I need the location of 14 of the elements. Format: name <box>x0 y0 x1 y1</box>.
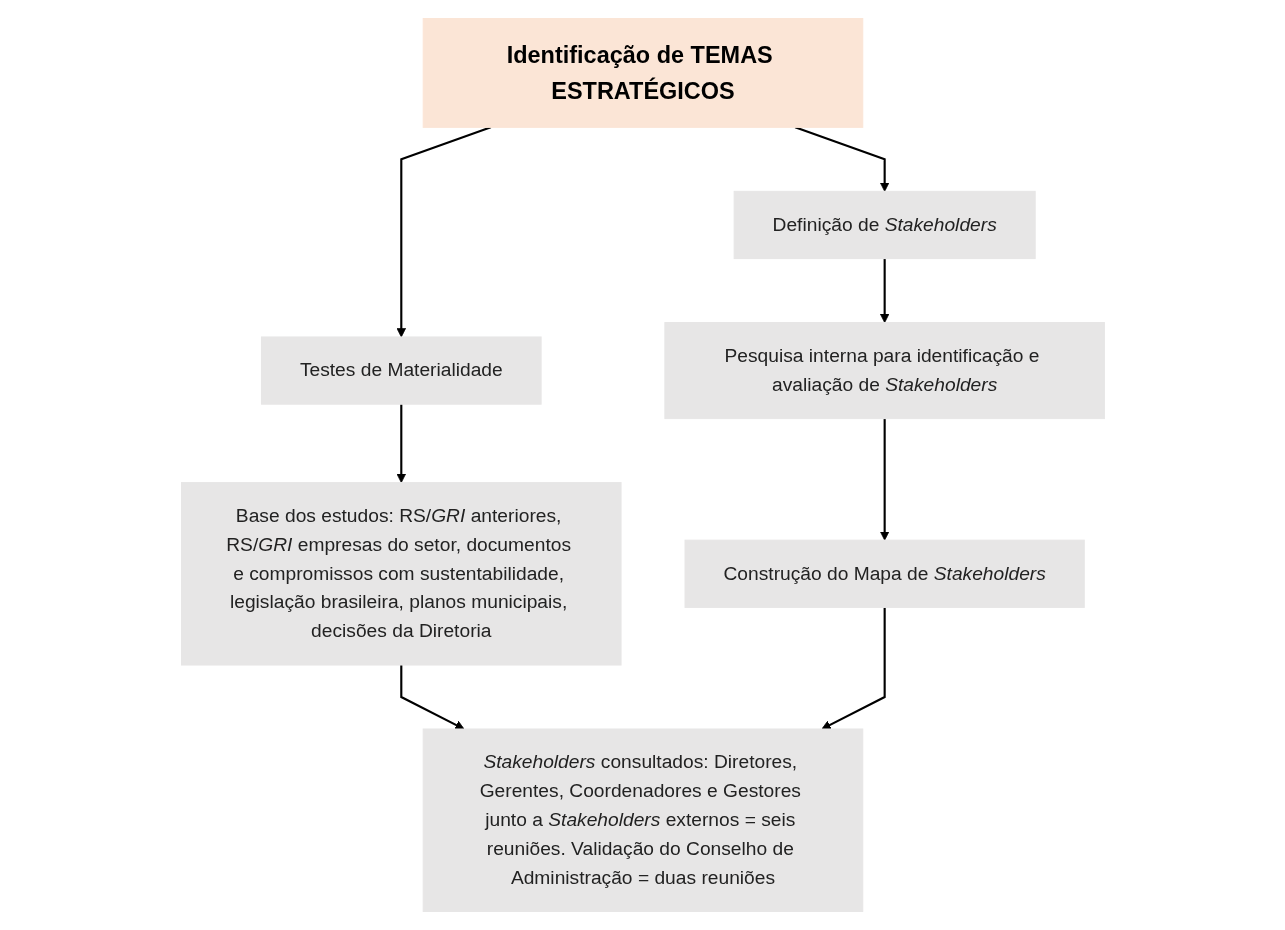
node-box: Construção do Mapa de Stakeholders <box>684 539 1085 608</box>
node-box: Pesquisa interna para identificação e avaliação de Stakeholders <box>663 322 1105 420</box>
node-box: Identificação de TEMAS ESTRATÉGICOS <box>422 18 863 128</box>
arrow <box>396 126 491 338</box>
node-box: Testes de Materialidade <box>260 336 542 405</box>
node-box: Definição de Stakeholders <box>733 190 1036 260</box>
arrow <box>820 607 886 730</box>
arrow <box>399 665 464 730</box>
arrow <box>396 404 406 484</box>
arrow <box>879 258 889 323</box>
arrow <box>879 418 889 541</box>
node-box: Base dos estudos: RS/GRI anteriores, RS/GRI empresas do setor, documentos e compromissos com sustentabilidade, legislação brasileira, planos municipais, decisões da Diretoria <box>180 482 622 666</box>
arrow <box>794 126 889 192</box>
node-box: Stakeholders consultados: Diretores, Gerentes, Coordenadores e Gestores junto a Stakeholders externos = seis reuniões. Validação do Conselho de Administração = duas reuniões <box>422 728 863 912</box>
